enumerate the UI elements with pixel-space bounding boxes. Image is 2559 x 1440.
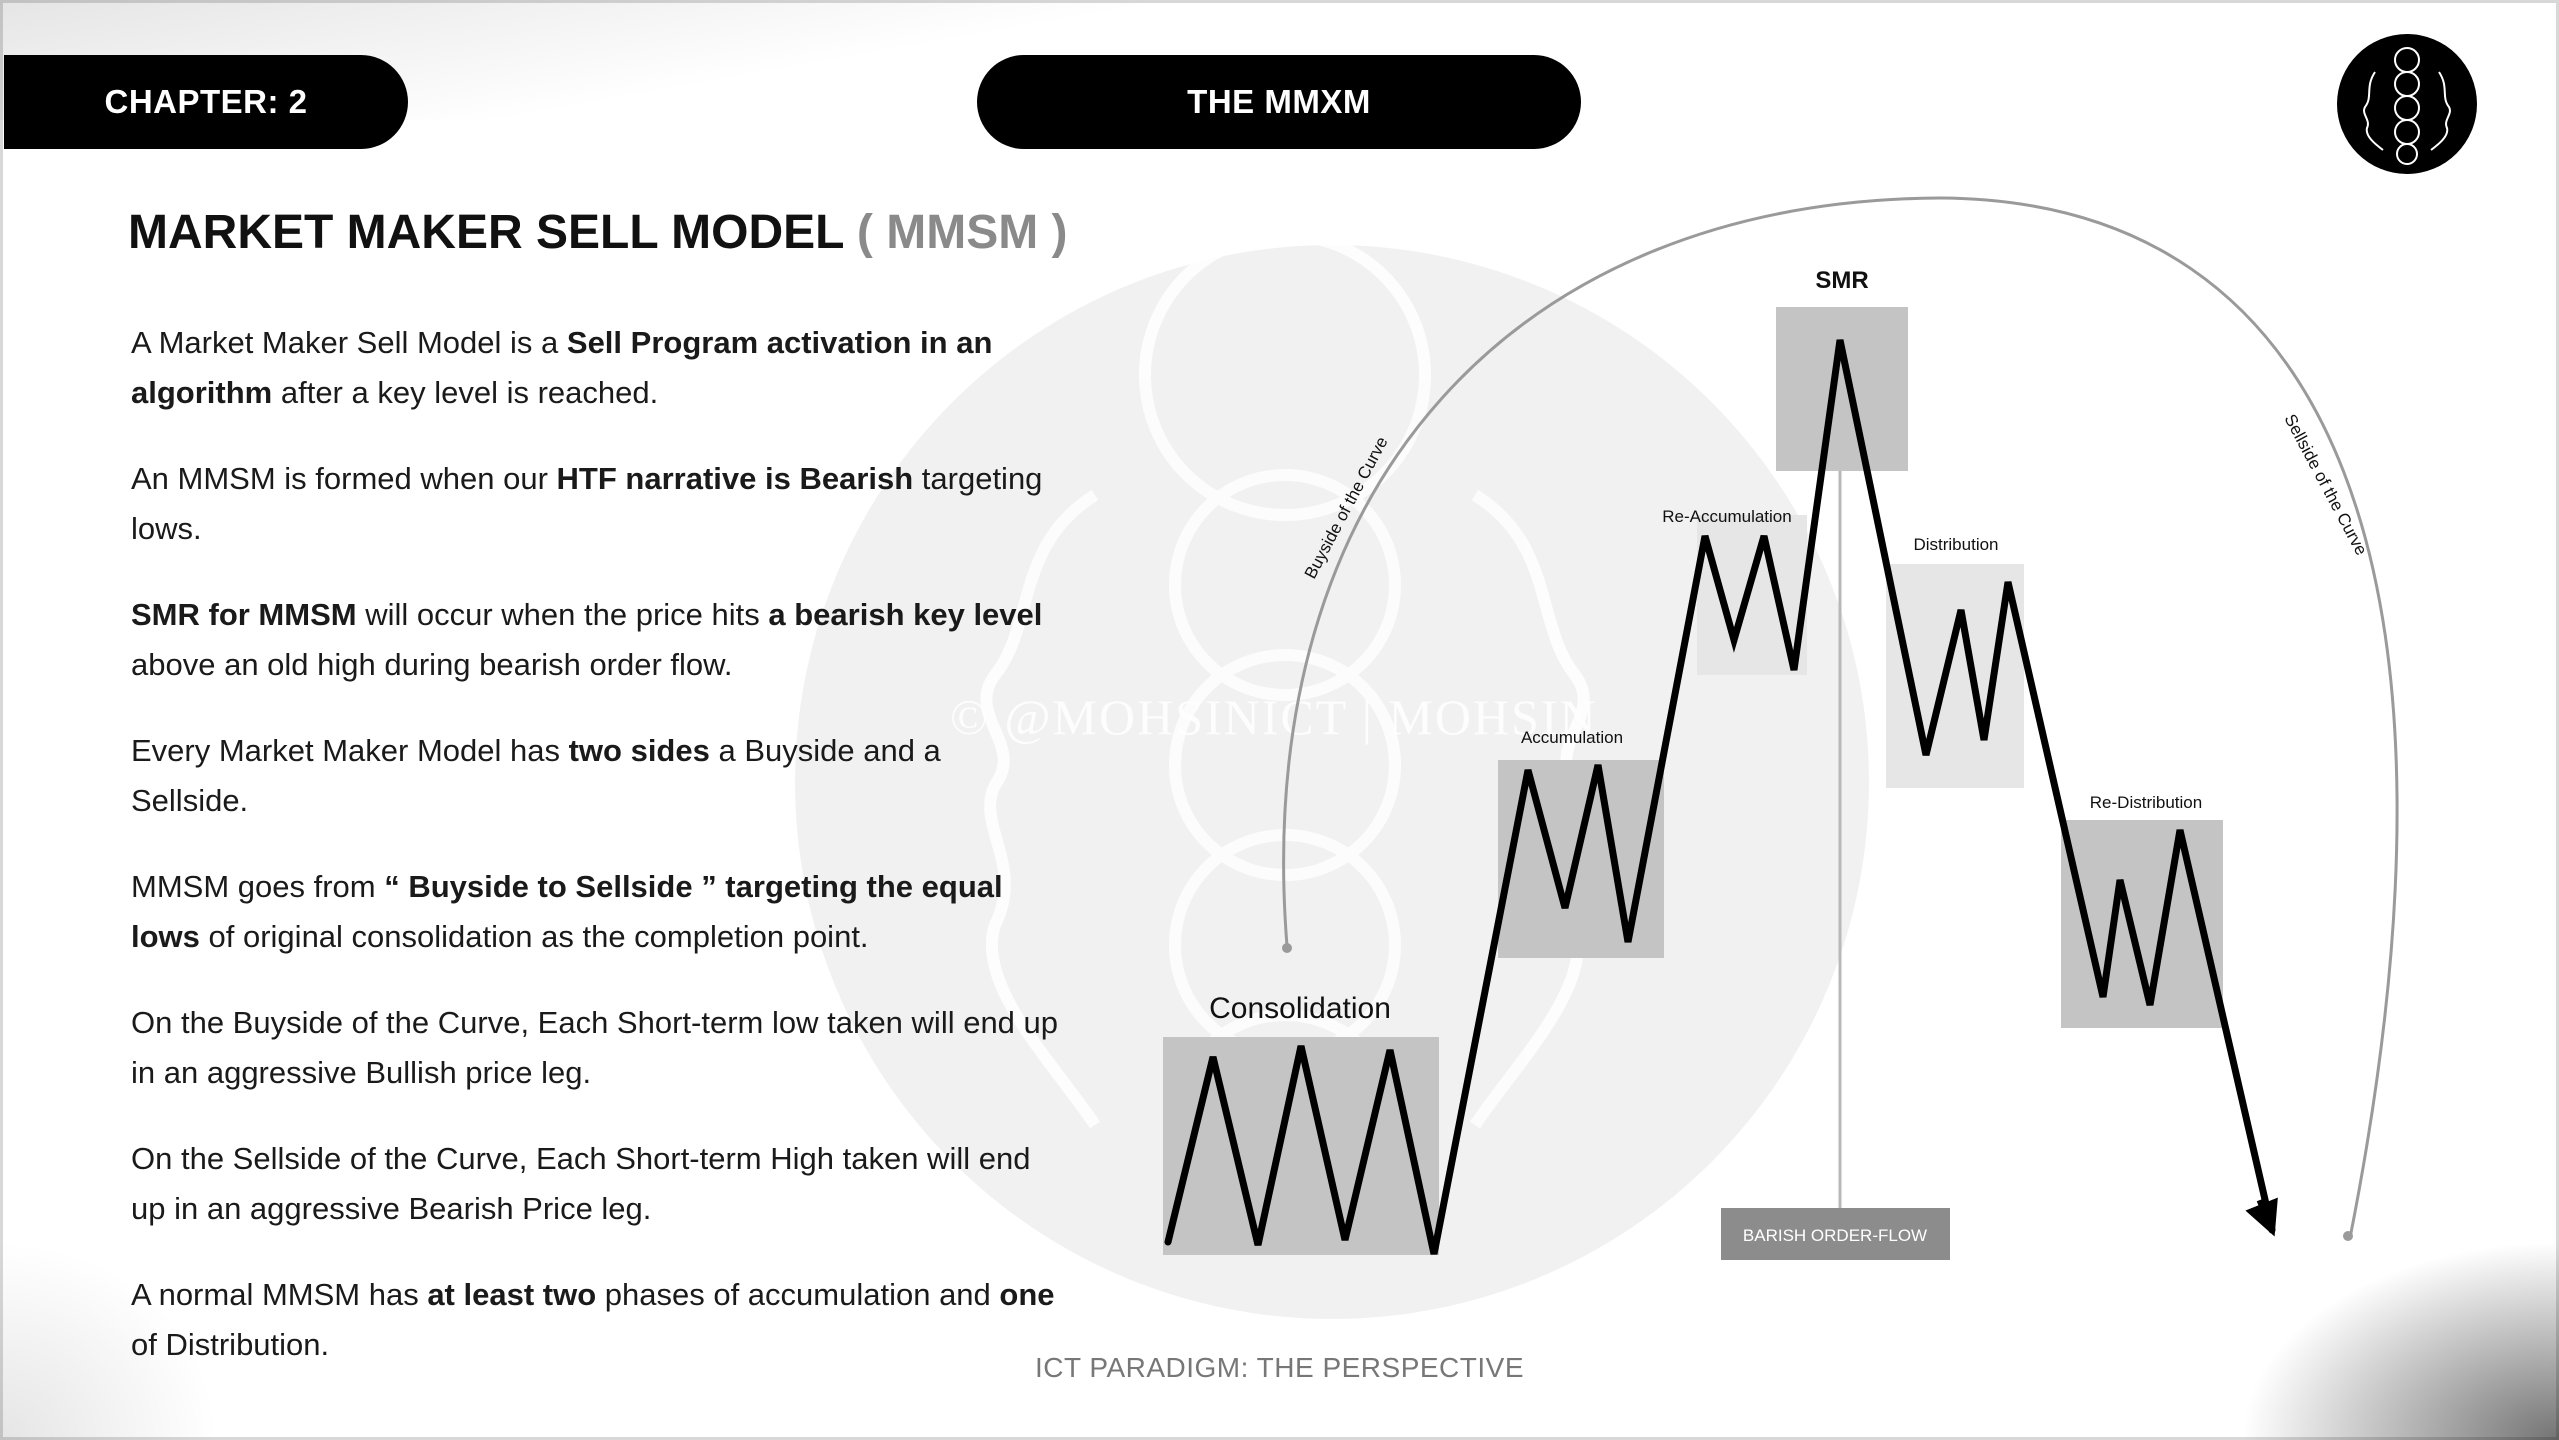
text-segment: of Distribution. — [131, 1327, 330, 1362]
curve-start-dot — [1282, 943, 1292, 953]
market-curve — [1282, 196, 2399, 1239]
mmsm-diagram: SMR Consolidation Accumulation Re-Accumu… — [1163, 196, 2399, 1260]
text-segment: Every Market Maker Model has — [131, 733, 569, 768]
corner-shade — [0, 1240, 220, 1440]
bold-text-segment: Sell Program activation in an algorithm — [131, 325, 993, 410]
bold-text-segment: two sides — [568, 733, 710, 768]
chapter-label: CHAPTER: 2 — [4, 55, 408, 149]
label-consolidation: Consolidation — [1209, 992, 1391, 1025]
text-segment: A normal MMSM has — [131, 1277, 428, 1312]
heading-acronym: ( MMSM ) — [856, 206, 1068, 259]
text-segment: after a key level is reached. — [272, 375, 659, 410]
text-segment: MMSM goes from — [131, 869, 385, 904]
mirrored-faces-emblem-icon — [2337, 34, 2477, 174]
label-re-accumulation: Re-Accumulation — [1662, 507, 1791, 526]
page-title: THE MMXM — [977, 55, 1581, 149]
bold-text-segment: a bearish key level — [768, 597, 1043, 632]
watermark-text: © @MOHSINICT | MOHSIN — [950, 689, 1598, 745]
price-arrow — [2245, 1197, 2278, 1237]
text-segment: A Market Maker Sell Model is a — [131, 325, 567, 360]
label-smr: SMR — [1815, 267, 1868, 294]
bold-text-segment: at least two — [427, 1277, 597, 1312]
body-paragraph: Every Market Maker Model has two sides a… — [131, 726, 1061, 826]
body-paragraph: SMR for MMSM will occur when the price h… — [131, 590, 1061, 690]
body-paragraph: A normal MMSM has at least two phases of… — [131, 1270, 1061, 1370]
text-segment: above an old high during bearish order f… — [131, 647, 733, 682]
text-segment: targeting lows. — [131, 461, 1043, 546]
body-paragraph: MMSM goes from “ Buyside to Sellside ” t… — [131, 862, 1061, 962]
text-segment: of original consolidation as the complet… — [199, 919, 869, 954]
body-paragraph: On the Sellside of the Curve, Each Short… — [131, 1134, 1061, 1234]
order-flow-badge — [1721, 1208, 1950, 1260]
label-distribution: Distribution — [1913, 535, 1998, 554]
bold-text-segment: one — [999, 1277, 1055, 1312]
text-segment: On the Buyside of the Curve, Each Short-… — [131, 1005, 1059, 1090]
body-paragraph: An MMSM is formed when our HTF narrative… — [131, 454, 1061, 554]
body-paragraph: On the Buyside of the Curve, Each Short-… — [131, 998, 1061, 1098]
bold-text-segment: “ Buyside to Sellside ” targeting the eq… — [131, 869, 1003, 954]
body-text: A Market Maker Sell Model is a Sell Prog… — [131, 318, 1061, 1406]
smr-box — [1776, 307, 1908, 471]
text-segment: phases of accumulation and — [596, 1277, 1000, 1312]
page-footer: ICT PARADIGM: THE PERSPECTIVE — [1034, 1352, 1525, 1383]
label-buyside-curve: Buyside of the Curve — [1301, 434, 1392, 582]
label-order-flow: BARISH ORDER-FLOW — [1743, 1226, 1927, 1245]
curve-end-dot — [2343, 1231, 2353, 1241]
label-re-distribution: Re-Distribution — [2090, 793, 2202, 812]
price-path — [1164, 339, 2276, 1255]
label-accumulation: Accumulation — [1521, 728, 1623, 747]
body-paragraph: A Market Maker Sell Model is a Sell Prog… — [131, 318, 1061, 418]
heading-main: MARKET MAKER SELL MODEL — [128, 206, 844, 259]
bold-text-segment: SMR for MMSM — [131, 597, 357, 632]
section-heading: MARKET MAKER SELL MODEL ( MMSM ) — [128, 205, 1068, 260]
text-segment: An MMSM is formed when our — [131, 461, 557, 496]
corner-shade — [2239, 1240, 2559, 1440]
bold-text-segment: HTF narrative is Bearish — [556, 461, 914, 496]
text-segment: a Buyside and a Sellside. — [131, 733, 941, 818]
text-segment: On the Sellside of the Curve, Each Short… — [131, 1141, 1031, 1226]
text-segment: will occur when the price hits — [356, 597, 769, 632]
